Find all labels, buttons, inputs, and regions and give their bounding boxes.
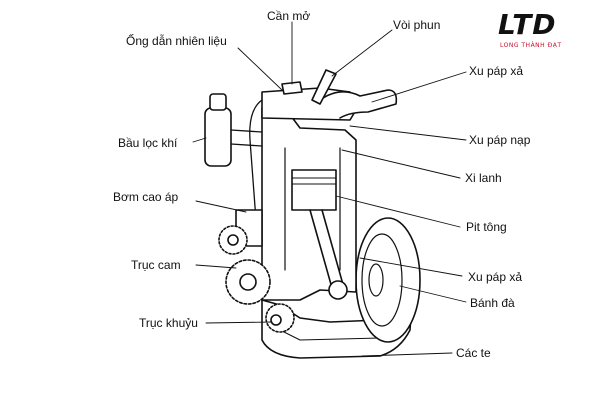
label-xu-pap-nap: Xu páp nạp [469, 133, 531, 147]
timing-gear [225, 259, 271, 305]
label-can-mo: Cần mở [267, 9, 311, 23]
label-xu-pap-xa-top: Xu páp xả [469, 64, 524, 78]
flywheel-hub [368, 263, 384, 297]
label-banh-da: Bánh đà [470, 296, 515, 310]
crank-pin [328, 280, 348, 300]
exhaust-pipe [319, 89, 398, 119]
logo-mark: LTD [498, 8, 557, 41]
label-truc-khuyu: Trục khuỷu [139, 316, 198, 330]
label-voi-phun: Vòi phun [393, 18, 441, 32]
label-xi-lanh: Xi lanh [465, 171, 502, 185]
label-xu-pap-xa-bottom: Xu páp xả [468, 270, 523, 284]
connecting-rod [309, 209, 345, 289]
ltd-logo: LTD LONG THÀNH ĐẠT [498, 10, 582, 54]
cam-gear [218, 225, 248, 255]
label-pit-tong: Pit tông [466, 220, 507, 234]
rocker-lever [281, 81, 303, 95]
label-bau-loc-khi: Bầu lọc khí [118, 136, 178, 150]
flywheel-inner [361, 233, 403, 327]
timing-gear-hub [239, 273, 257, 291]
label-bom-cao-ap: Bơm cao áp [113, 190, 179, 204]
logo-tagline: LONG THÀNH ĐẠT [500, 42, 562, 49]
label-cac-te: Các te [456, 346, 491, 360]
piston-rings [291, 177, 337, 185]
label-truc-cam: Trục cam [131, 258, 181, 272]
cylinder-liner [284, 147, 341, 271]
injector [311, 69, 337, 105]
air-filter [204, 107, 232, 167]
fuel-line [249, 99, 263, 221]
crank-gear-hub [270, 314, 282, 326]
cam-gear-hub [227, 234, 239, 246]
piston [291, 169, 337, 211]
air-filter-connector [230, 129, 263, 147]
label-ong-dan-nhien-lieu: Ống dẫn nhiên liệu [126, 34, 227, 48]
air-filter-cap [209, 93, 227, 111]
